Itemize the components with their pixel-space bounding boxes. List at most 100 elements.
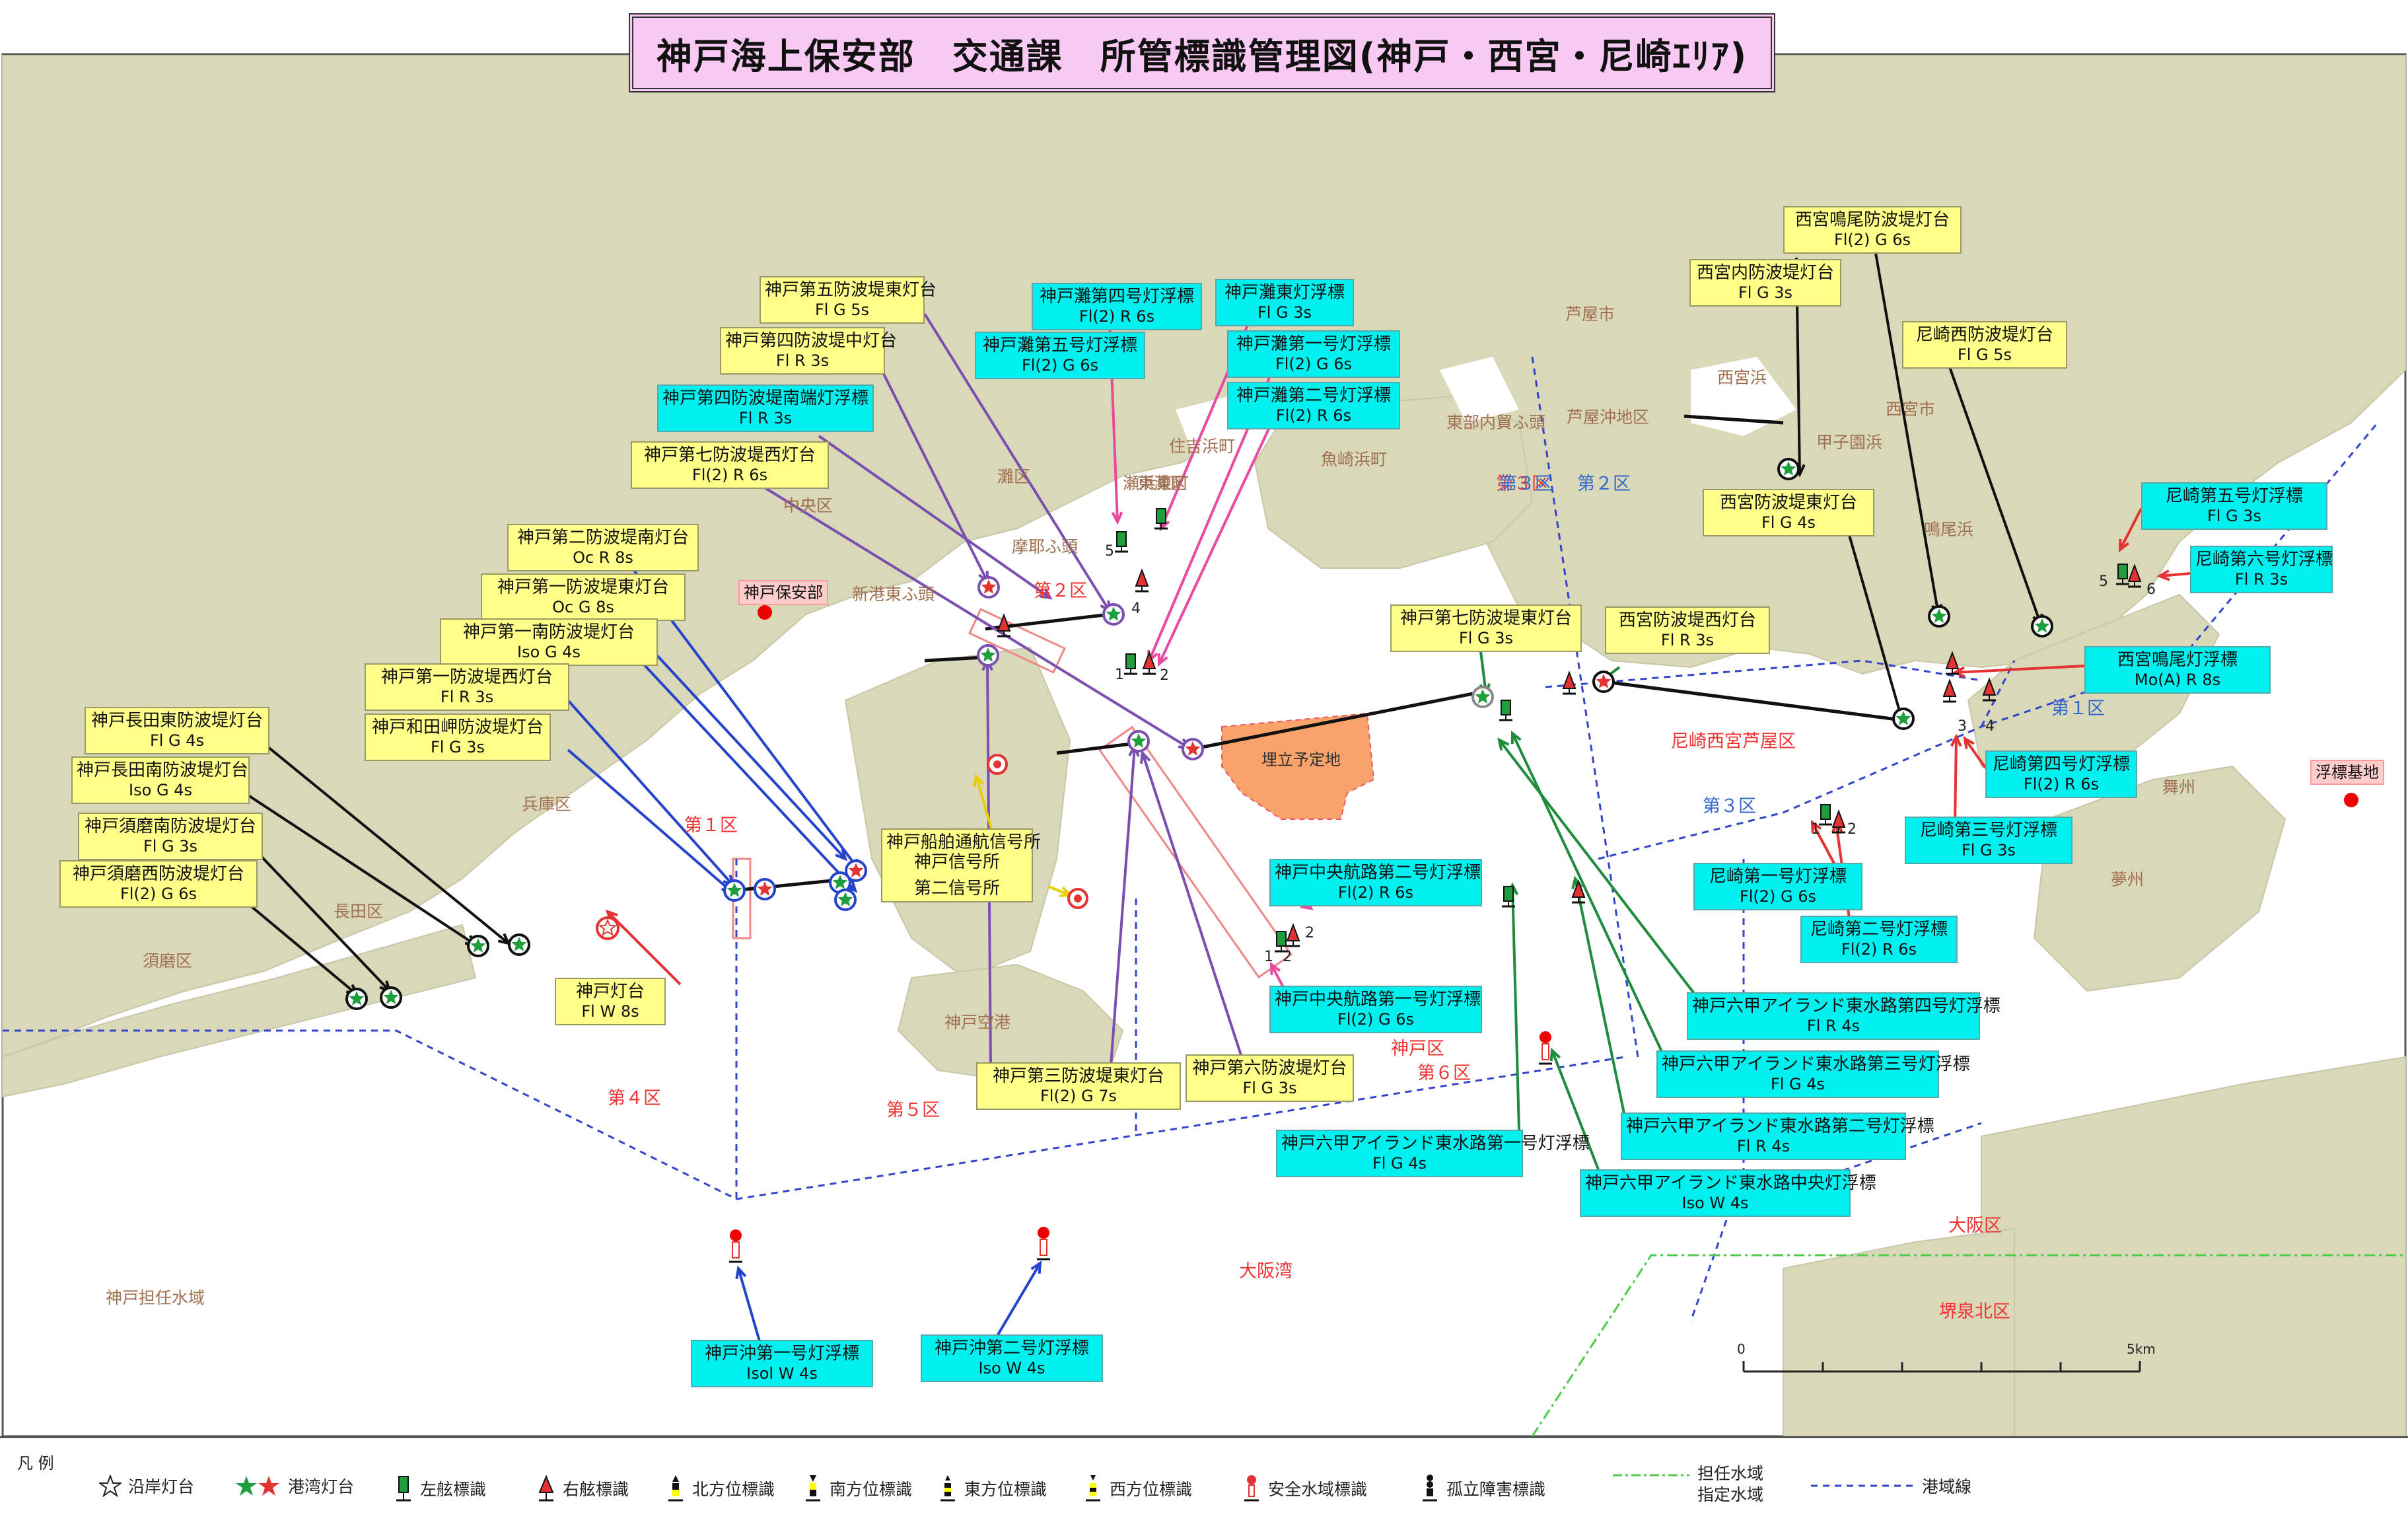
buoy-name: 尼崎第四号灯浮標 [1992,754,2130,774]
lighthouse-signal: Fl G 3s [1242,1079,1297,1097]
pointer-arrow [606,910,682,986]
pointer-arrow [923,312,1111,612]
place-name: 瀬浜東町 [1123,474,1189,493]
green-buoy-icon [1275,931,1288,953]
area-name-blue: 第１区 [2051,698,2105,719]
red-star-icon [1185,741,1201,756]
arrow-head [1549,1047,1561,1062]
place-name: 東灘区 [1137,474,1187,493]
buoy-number: 4 [1131,601,1141,617]
lighthouse-signal: Fl R 3s [1660,631,1715,649]
buoy-signal: Fl R 3s [738,409,793,427]
buoy-signal: Fl(2) R 6s [2023,775,2100,793]
lighthouse-name: 神戸第一防波堤西灯台 [380,667,553,687]
lighthouse-name: 神戸和田岬防波堤灯台 [371,717,544,737]
pointer-arrow [1954,665,2085,674]
buoy-base-label: 浮標基地 [2310,760,2384,785]
place-name: 灘区 [997,467,1031,486]
pointer-arrow [1551,1050,1600,1170]
lighthouse-signal: Iso G 4s [517,643,581,661]
red-buoy-icon [1135,568,1149,593]
pointer-arrow [250,844,391,992]
buoy-signal: Fl(2) G 6s [1021,356,1099,375]
buoy-number: 1 [1264,949,1273,965]
green-buoy-icon [1502,886,1515,908]
buoy-signal: Fl G 4s [1372,1154,1427,1173]
signal-dot [993,760,1001,768]
lighthouse-signal: Fl G 5s [814,301,870,319]
harbor-line-icon [1811,1484,1914,1487]
lighthouse-signal: Fl G 5s [1957,346,2012,364]
map-title: 神戸海上保安部 交通課 所管標識管理図(神戸・西宮・尼崎ｴﾘｱ) [629,13,1775,92]
buoy-name: 神戸六甲アイランド東水路中央灯浮標 [1585,1173,1876,1193]
green-star-icon [349,991,365,1005]
area-name: 第２区 [1034,581,1087,601]
buoy-name: 神戸灘第一号灯浮標 [1236,334,1391,354]
buoy-number: 2 [1847,821,1857,838]
legend-isolated-danger: 孤立障害標識 [1420,1474,1545,1503]
buoy-signal: Fl R 4s [1806,1017,1860,1035]
red-buoy-icon [1945,651,1960,675]
lighthouse-signal: Fl G 4s [149,731,205,750]
buoy-signal: Fl G 3s [1257,303,1312,322]
green-buoy-icon [396,1476,411,1502]
place-name: 神戸担任水域 [106,1288,205,1307]
arrow-head [1810,819,1822,834]
place-name: 兵庫区 [522,795,572,814]
place-name: 鳴尾浜 [1924,520,1974,539]
arrow-head [735,1265,747,1280]
buoy-name: 尼崎第三号灯浮標 [1919,821,2057,840]
pointer-arrow [1158,416,1276,665]
isolated-danger-icon [1423,1475,1437,1502]
green-star-icon [837,892,853,906]
legend-south-cardinal: 南方位標識 [803,1474,912,1503]
green-buoy-icon [1115,531,1128,553]
lighthouse-signal: Fl G 3s [1738,283,1793,302]
buoy-name: 神戸灘東灯浮標 [1224,283,1345,303]
red-buoy-icon [1286,923,1300,947]
legend-label: 港湾灯台 [288,1477,355,1496]
lighthouse-name: 神戸須磨南防波堤灯台 [84,817,256,836]
red-buoy-icon [1562,671,1576,695]
water-lines-icon [1613,1474,1689,1477]
arrow-head [1157,653,1168,667]
lighthouse-signal: Fl G 4s [1761,513,1816,532]
lighthouse-signal: Fl G 3s [1458,629,1514,647]
legend-label: 右舷標識 [563,1480,629,1499]
safe-water-icon [1539,1031,1552,1065]
legend-label: 左舷標識 [420,1480,487,1499]
pointer-arrow [567,699,734,887]
south-cardinal-icon [806,1475,820,1502]
place-name: 西宮浜 [1717,368,1767,387]
lighthouse-name: 神戸第一南防波堤灯台 [462,622,635,642]
buoy-signal: Iso W 4s [1682,1194,1749,1212]
legend-starboard-mark: 右舷標識 [536,1474,629,1503]
buoy-number: 3 [1958,718,1967,735]
buoy-signal: Fl G 3s [2207,507,2262,525]
legend-east-cardinal: 東方位標識 [938,1474,1047,1503]
green-star-icon [726,883,742,897]
lighthouse-name: 神戸第六防波堤灯台 [1192,1058,1347,1078]
legend-label: 北方位標識 [692,1480,775,1499]
area-name: 第６区 [1417,1063,1471,1083]
green-star-icon [511,937,527,951]
signal-station-sub: 神戸信号所 [913,852,1000,872]
green-star-icon [470,938,486,953]
lighthouse-name: 神戸第五防波堤東灯台 [765,280,937,300]
legend-label: 沿岸灯台 [128,1477,195,1496]
buoy-name: 神戸沖第一号灯浮標 [704,1344,859,1364]
buoy-number: 5 [1105,543,1114,560]
buoy-name: 神戸灘第四号灯浮標 [1039,287,1194,307]
buoy-signal: Fl G 3s [1961,841,2016,859]
arrow-head [1497,737,1510,751]
